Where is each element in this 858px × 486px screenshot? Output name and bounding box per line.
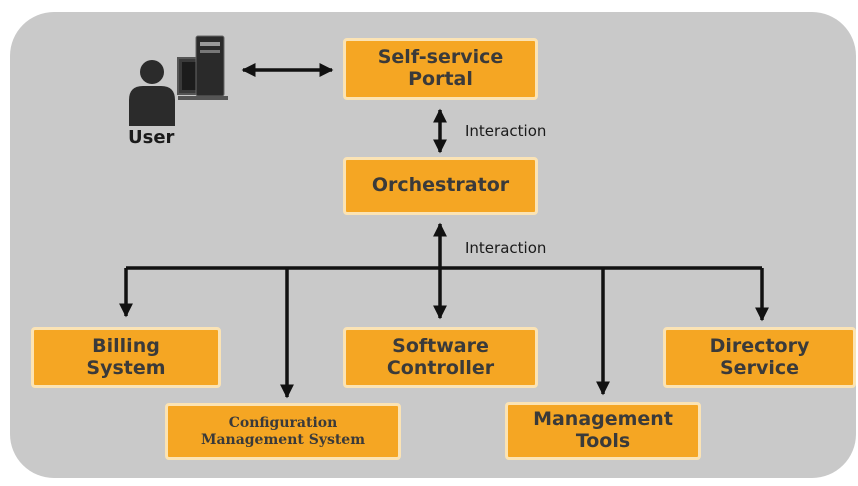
box-line: System — [86, 356, 166, 379]
computer-icon — [177, 35, 228, 100]
user-icon — [129, 60, 175, 126]
management-tools-box: Management Tools — [505, 402, 701, 460]
box-line: Controller — [386, 356, 495, 379]
self-service-portal-box: Self-service Portal — [343, 38, 538, 100]
box-line: Service — [720, 356, 799, 379]
billing-system-box: Billing System — [31, 327, 221, 388]
box-line: Self-service — [377, 46, 504, 69]
box-line: Software — [392, 334, 489, 357]
user-label: User — [128, 127, 175, 148]
configuration-management-system-box: Configuration Management System — [165, 403, 401, 460]
box-line: Orchestrator — [371, 174, 510, 197]
interaction-label-top: Interaction — [465, 122, 547, 140]
box-line: Tools — [575, 430, 631, 452]
software-controller-box: Software Controller — [343, 327, 538, 388]
box-line: Management — [533, 408, 673, 431]
orchestrator-box: Orchestrator — [343, 157, 538, 215]
directory-service-box: Directory Service — [663, 327, 856, 388]
box-line: Portal — [408, 68, 473, 90]
interaction-label-mid: Interaction — [465, 239, 547, 257]
box-line: Management System — [200, 431, 366, 448]
box-line: Configuration — [228, 415, 338, 432]
box-line: Billing — [92, 334, 160, 357]
box-line: Directory — [709, 334, 810, 357]
